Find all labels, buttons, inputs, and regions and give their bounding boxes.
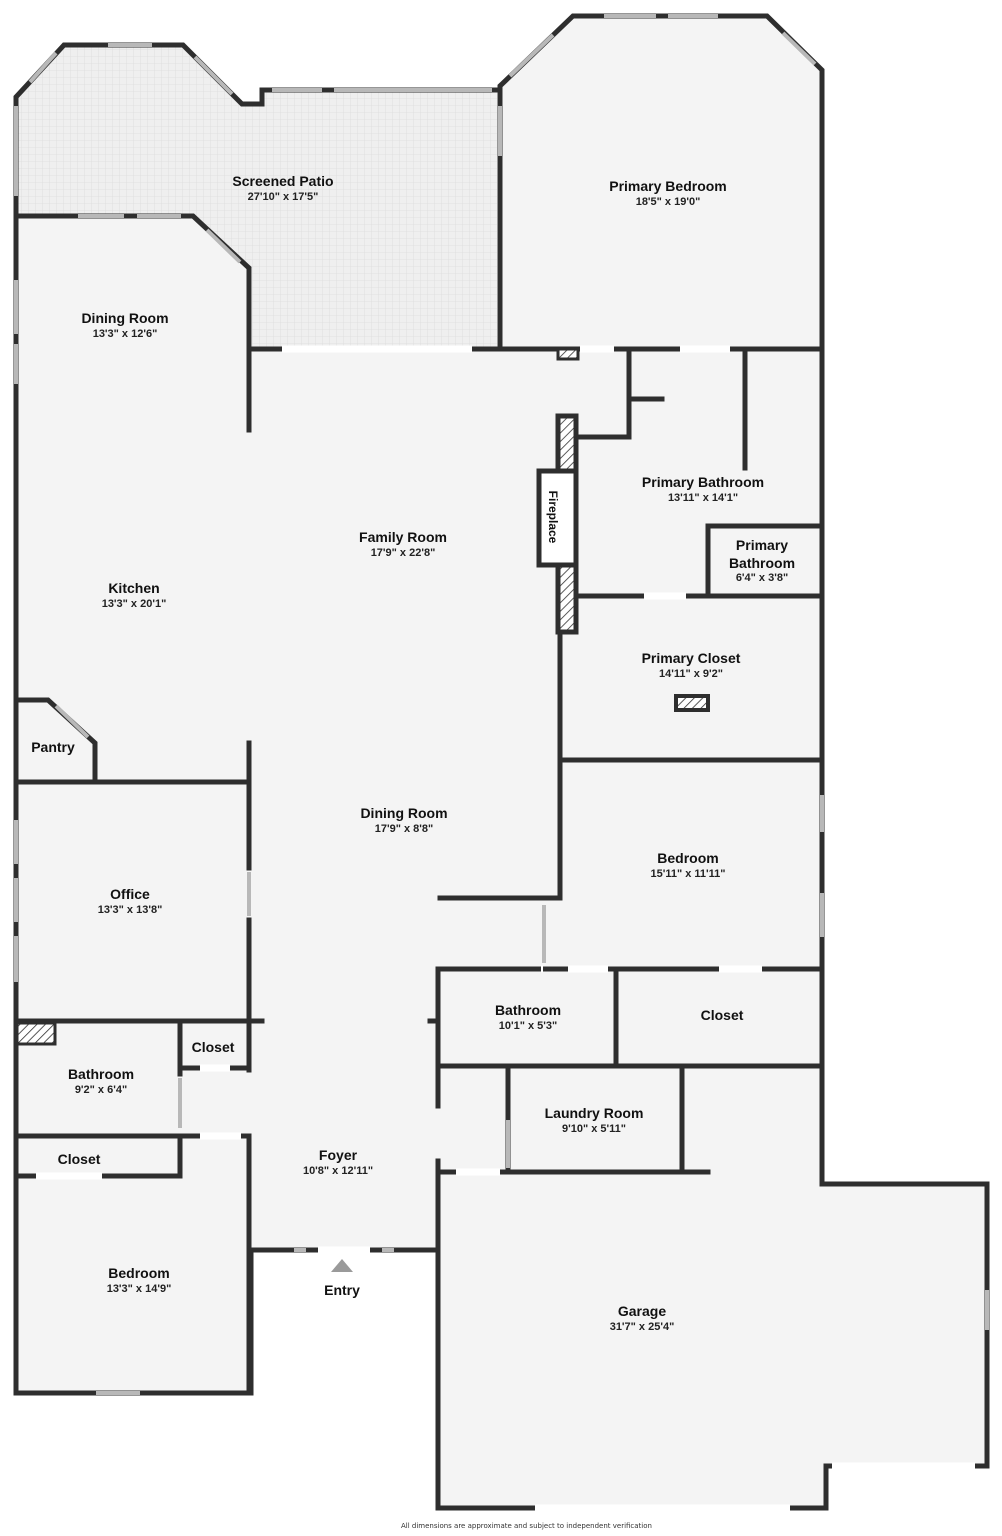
- room-name: Closet: [191, 1039, 235, 1055]
- label-closet-right: Closet: [701, 1007, 744, 1025]
- room-name: Bedroom: [108, 1265, 170, 1281]
- label-bedroom-right: Bedroom 15'11" x 11'11": [650, 850, 725, 881]
- room-dimensions: 13'3" x 12'6": [92, 327, 158, 340]
- label-primary-bathroom: Primary Bathroom 13'11" x 14'1": [642, 474, 764, 505]
- room-dimensions: 17'9" x 22'8": [370, 546, 436, 559]
- room-dimensions: 9'10" x 5'11": [562, 1122, 626, 1135]
- label-primary-closet: Primary Closet 14'11" x 9'2": [642, 650, 741, 681]
- label-bathroom-center: Bathroom 10'1" x 5'3": [495, 1002, 561, 1033]
- room-dimensions: 27'10" x 17'5": [247, 190, 319, 203]
- room-dimensions: 15'11" x 11'11": [650, 867, 726, 880]
- room-name: Pantry: [31, 739, 75, 755]
- room-name: Primary Bathroom: [641, 474, 765, 490]
- room-dimensions: 18'5" x 19'0": [635, 195, 701, 208]
- room-name: Bathroom: [494, 1002, 562, 1018]
- label-laundry-room: Laundry Room 9'10" x 5'11": [545, 1105, 644, 1136]
- room-name: Bedroom: [657, 850, 719, 866]
- room-name: Closet: [57, 1151, 101, 1167]
- room-name: Primary Bathroom: [728, 537, 796, 571]
- label-dining-room-upper: Dining Room 13'3" x 12'6": [81, 310, 168, 341]
- label-bedroom-left: Bedroom 13'3" x 14'9": [107, 1265, 172, 1296]
- room-name: Office: [110, 886, 150, 902]
- room-name: Dining Room: [81, 310, 169, 326]
- room-name: Primary Bedroom: [609, 178, 727, 194]
- room-dimensions: 9'2" x 6'4": [74, 1083, 128, 1096]
- room-name: Garage: [617, 1303, 667, 1319]
- label-office: Office 13'3" x 13'8": [98, 886, 163, 917]
- label-kitchen: Kitchen 13'3" x 20'1": [102, 580, 167, 611]
- room-dimensions: 10'8" x 12'11": [302, 1164, 374, 1177]
- entry-arrow-icon: [331, 1259, 353, 1272]
- room-name: Dining Room: [360, 805, 448, 821]
- patio-floor: [16, 45, 497, 349]
- windows: [14, 14, 989, 1395]
- room-name: Family Room: [359, 529, 447, 545]
- closet-fixture: [674, 694, 710, 712]
- room-dimensions: 13'3" x 14'9": [106, 1282, 172, 1295]
- label-garage: Garage 31'7" x 25'4": [610, 1303, 675, 1334]
- label-primary-bathroom-small: Primary Bathroom 6'4" x 3'8": [729, 537, 795, 586]
- label-closet-left: Closet: [192, 1039, 235, 1057]
- room-name: Screened Patio: [232, 173, 334, 189]
- label-dining-room-lower: Dining Room 17'9" x 8'8": [360, 805, 447, 836]
- fireplace-label: Fireplace: [546, 490, 560, 544]
- door-openings: [36, 345, 975, 1512]
- room-name: Primary Closet: [641, 650, 741, 666]
- room-dimensions: 13'11" x 14'1": [667, 491, 739, 504]
- disclaimer-note: All dimensions are approximate and subje…: [401, 1522, 652, 1530]
- room-dimensions: 13'3" x 13'8": [97, 903, 163, 916]
- label-bathroom-left: Bathroom 9'2" x 6'4": [68, 1066, 134, 1097]
- fireplace: [536, 413, 579, 635]
- room-dimensions: 6'4" x 3'8": [735, 572, 789, 584]
- bathroom-fixture: [15, 1021, 57, 1046]
- label-pantry: Pantry: [31, 739, 75, 757]
- label-screened-patio: Screened Patio 27'10" x 17'5": [232, 173, 333, 204]
- room-dimensions: 31'7" x 25'4": [609, 1320, 675, 1333]
- room-name: Closet: [700, 1007, 744, 1023]
- room-name: Laundry Room: [544, 1105, 644, 1121]
- room-dimensions: 17'9" x 8'8": [374, 822, 434, 835]
- room-dimensions: 13'3" x 20'1": [101, 597, 167, 610]
- room-dimensions: 10'1" x 5'3": [498, 1019, 558, 1032]
- room-name: Kitchen: [108, 580, 160, 596]
- room-name: Bathroom: [67, 1066, 135, 1082]
- label-family-room: Family Room 17'9" x 22'8": [359, 529, 447, 560]
- label-closet-lower: Closet: [58, 1151, 101, 1169]
- entry-label: Entry: [324, 1282, 360, 1298]
- label-foyer: Foyer 10'8" x 12'11": [303, 1147, 373, 1178]
- label-primary-bedroom: Primary Bedroom 18'5" x 19'0": [609, 178, 726, 209]
- room-name: Foyer: [318, 1147, 358, 1163]
- room-dimensions: 14'11" x 9'2": [658, 667, 723, 680]
- patio-column: [556, 347, 580, 361]
